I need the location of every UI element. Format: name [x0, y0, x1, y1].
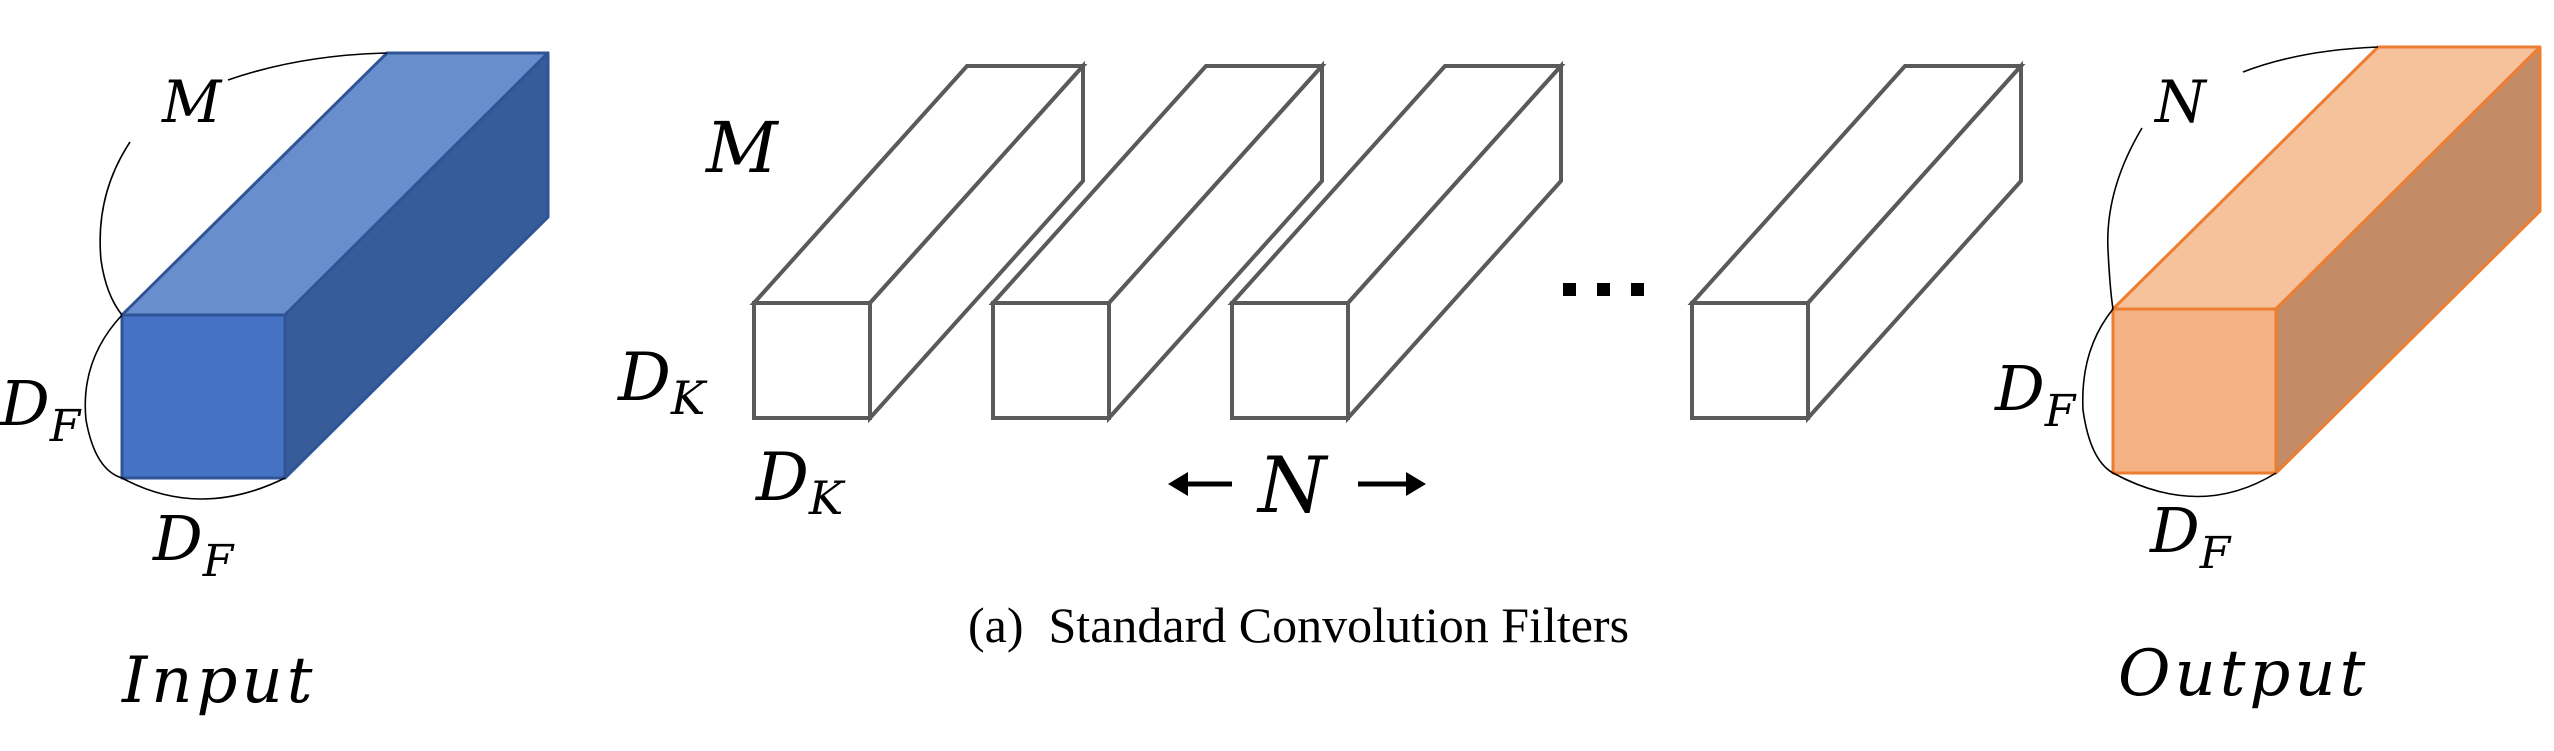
output-width-label: DF	[2149, 494, 2232, 579]
filter-width-label: DK	[755, 439, 846, 525]
ellipsis-dot	[1631, 283, 1644, 296]
filter-count-indicator: N	[1168, 441, 1426, 531]
output-tensor: N DF DF Output	[1994, 45, 2542, 711]
ellipsis-dot	[1563, 283, 1576, 296]
input-width-label: DF	[152, 502, 235, 587]
filter-count-label: N	[1256, 441, 1329, 531]
input-tensor: M DF DF Input	[0, 51, 550, 718]
output-tensor-front-face	[2111, 307, 2278, 475]
filter-front-face	[991, 301, 1111, 420]
filter-depth-label: M	[704, 107, 780, 189]
output-label: Output	[2118, 637, 2369, 711]
filter-front-face	[752, 301, 872, 420]
filter-group	[749, 60, 2026, 424]
right-arrow-icon	[1406, 472, 1426, 496]
input-label: Input	[121, 644, 316, 718]
filter-box	[1687, 60, 2026, 424]
filter-box	[988, 60, 1327, 424]
left-arrow-icon	[1168, 472, 1188, 496]
output-depth-arc	[2242, 46, 2379, 73]
output-width-arc	[2112, 472, 2277, 498]
filter-front-face	[1690, 301, 1810, 420]
ellipsis-dot	[1597, 283, 1610, 296]
filter-height-label: DK	[617, 339, 708, 425]
input-depth-arc	[227, 52, 388, 81]
input-tensor-front-face	[120, 313, 287, 480]
input-height-label: DF	[0, 367, 82, 452]
input-depth-label: M	[161, 68, 223, 136]
figure-caption: (a) Standard Convolution Filters	[968, 597, 1629, 653]
input-width-arc	[121, 477, 286, 500]
input-height-arc	[84, 314, 123, 479]
input-depth-arc-lower	[99, 141, 131, 316]
output-height-arc	[2081, 308, 2114, 474]
output-depth-arc-lower	[2106, 127, 2143, 310]
filter-box	[749, 60, 1088, 424]
output-depth-label: N	[2153, 68, 2208, 136]
filter-box	[1227, 60, 1566, 424]
filter-front-face	[1230, 301, 1350, 420]
ellipsis	[1563, 283, 1644, 296]
output-height-label: DF	[1994, 352, 2077, 437]
filter-labels: M DK DK N	[617, 107, 1644, 531]
